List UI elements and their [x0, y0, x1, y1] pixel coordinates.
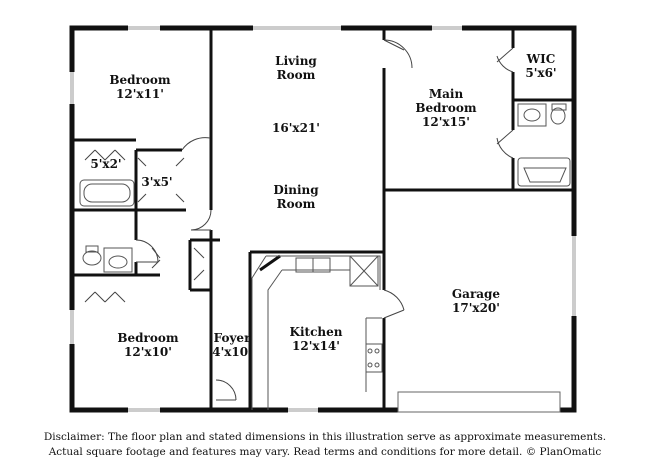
bedroom-sw-size: 12'x10': [124, 345, 172, 359]
bath-fixtures: [79, 103, 571, 273]
bedroom-nw-size: 12'x11': [116, 87, 164, 101]
disclaimer-line-2: Actual square footage and features may v…: [48, 446, 602, 458]
living-room-name: Living: [275, 54, 317, 68]
closet-1-size: 5'x2': [90, 157, 121, 171]
dining-room-name: Dining: [273, 183, 319, 197]
dining-room-name-2: Room: [277, 197, 316, 211]
kitchen-name: Kitchen: [290, 325, 343, 339]
foyer-size: 4'x10': [212, 345, 252, 359]
closet-2-size: 3'x5': [141, 175, 172, 189]
wic-size: 5'x6': [525, 66, 556, 80]
kitchen-size: 12'x14': [292, 339, 340, 353]
living-room-size: 16'x21': [272, 121, 320, 135]
disclaimer-line-1: Disclaimer: The floor plan and stated di…: [43, 431, 607, 443]
disclaimer: Disclaimer: The floor plan and stated di…: [0, 430, 650, 460]
doors: [84, 39, 514, 401]
wic-name: WIC: [526, 52, 556, 66]
foyer-name: Foyer: [214, 331, 251, 345]
bedroom-sw-name: Bedroom: [117, 331, 178, 345]
kitchen-counters: [251, 255, 383, 410]
windows: [69, 25, 577, 413]
exterior-walls: [69, 25, 577, 413]
main-bedroom-name: Main: [429, 87, 464, 101]
living-room-name-2: Room: [277, 68, 316, 82]
main-bedroom-size: 12'x15': [422, 115, 470, 129]
garage-door: [397, 391, 561, 413]
garage-name: Garage: [452, 287, 501, 301]
interior-walls: [72, 30, 574, 410]
main-bedroom-name-2: Bedroom: [415, 101, 476, 115]
bedroom-nw-name: Bedroom: [109, 73, 170, 87]
room-labels: Bedroom 12'x11' Living Room 16'x21' Dini…: [90, 52, 556, 359]
garage-size: 17'x20': [452, 301, 500, 315]
